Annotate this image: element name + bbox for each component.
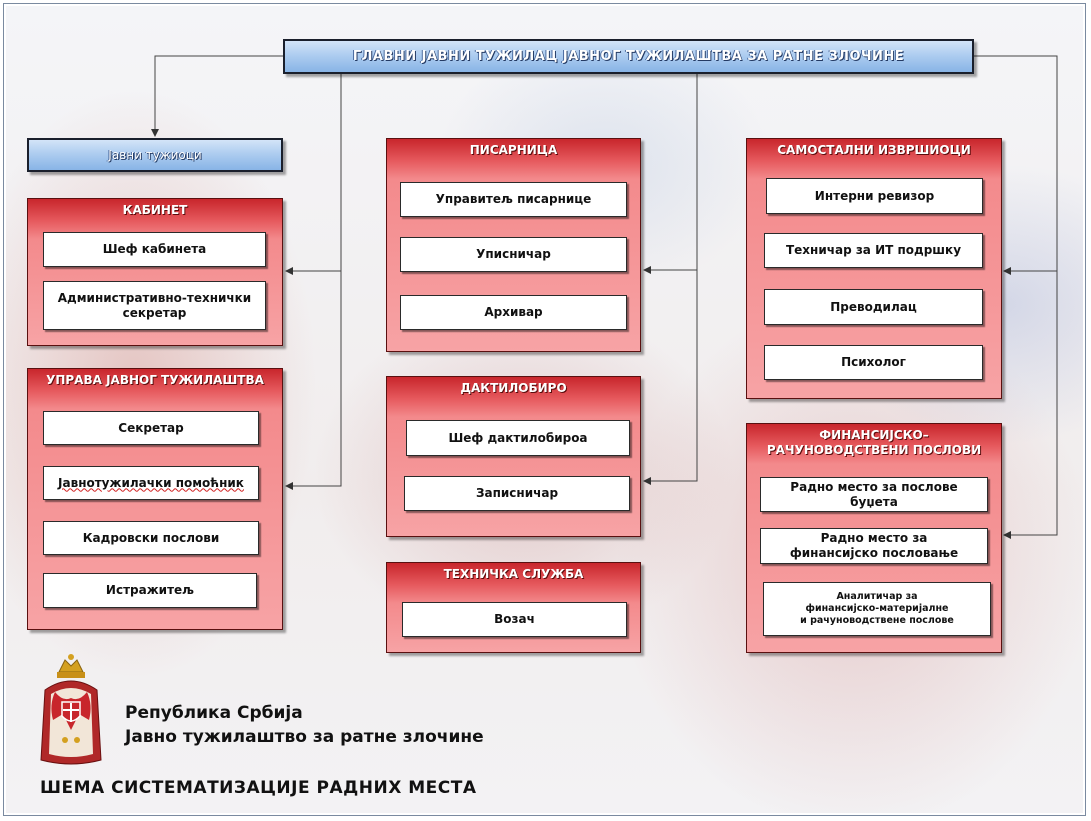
connector-prosecutors [151, 55, 283, 137]
chief-prosecutor-box: ГЛАВНИ ЈАВНИ ТУЖИЛАЦ ЈАВНОГ ТУЖИЛАШТВА З… [283, 39, 974, 74]
footer-scheme-title: ШЕМА СИСТЕМАТИЗАЦИЈЕ РАДНИХ МЕСТА [40, 778, 477, 798]
finance-item2-line2: финансијско пословање [789, 546, 959, 560]
finance-item-financial-operations: Радно место за финансијско пословање [760, 528, 988, 564]
connector-independent [974, 55, 1058, 275]
cabinet-item-head: Шеф кабинета [43, 232, 266, 267]
connector-finance [1003, 271, 1058, 539]
chief-prosecutor-label: ГЛАВНИ ЈАВНИ ТУЖИЛАЦ ЈАВНОГ ТУЖИЛАШТВА З… [352, 49, 905, 64]
independent-item-auditor: Интерни ревизор [766, 178, 983, 214]
cabinet-panel: КАБИНЕТ Шеф кабинета Административно-тех… [27, 198, 283, 346]
finance-item3-line2: финансијско-материјалне [805, 603, 949, 614]
administration-item-hr: Кадровски послови [43, 521, 259, 555]
finance-item3-line1: Аналитичар за [836, 591, 918, 602]
connector-cabinet [285, 74, 342, 275]
connector-administration [285, 271, 342, 490]
registry-item-archivist: Архивар [400, 295, 627, 330]
typing-panel: ДАКТИЛОБИРО Шеф дактилобироа Записничар [386, 376, 641, 537]
finance-title: ФИНАНСИЈСКО– РАЧУНОВОДСТВЕНИ ПОСЛОВИ [747, 428, 1001, 458]
footer-institution: Јавно тужилаштво за ратне злочине [125, 727, 484, 747]
typing-title: ДАКТИЛОБИРО [460, 381, 567, 395]
serbian-coat-of-arms-icon [40, 654, 102, 765]
finance-title-line1: ФИНАНСИЈСКО– [819, 428, 929, 442]
finance-item-budget: Радно место за послове буџета [760, 477, 988, 512]
cabinet-item-secretary: Административно-технички секретар [43, 281, 266, 330]
independent-item-psychologist: Психолог [764, 345, 983, 380]
connector-registry [643, 74, 698, 274]
technical-title: ТЕХНИЧКА СЛУЖБА [443, 567, 584, 581]
registry-panel: ПИСАРНИЦА Управитељ писарнице Уписничар … [386, 138, 641, 352]
independent-item-it: Техничар за ИТ подршку [764, 233, 983, 268]
finance-item3-line3: и рачуноводствене послове [800, 615, 954, 626]
administration-item-assistant-label: Јавнотужилачки помоћник [58, 475, 244, 490]
registry-item-manager: Управитељ писарнице [400, 182, 627, 217]
independent-item-translator: Преводилац [764, 289, 983, 325]
typing-item-recorder: Записничар [404, 476, 630, 511]
administration-item-investigator: Истражитељ [43, 573, 257, 608]
cabinet-title: КАБИНЕТ [122, 203, 188, 217]
finance-title-line2: РАЧУНОВОДСТВЕНИ ПОСЛОВИ [766, 443, 982, 457]
independent-panel: САМОСТАЛНИ ИЗВРШИОЦИ Интерни ревизор Тех… [746, 138, 1002, 399]
prosecutors-label: Јавни тужиоци [108, 148, 202, 162]
footer-country: Република Србија [125, 703, 303, 723]
connector-typing [643, 270, 698, 485]
typing-item-head: Шеф дактилобироа [406, 420, 630, 456]
technical-panel: ТЕХНИЧКА СЛУЖБА Возач [386, 562, 641, 653]
administration-item-secretary: Секретар [43, 411, 259, 445]
technical-item-driver: Возач [402, 602, 627, 637]
finance-item-analyst: Аналитичар за финансијско-материјалне и … [763, 582, 991, 636]
administration-title: УПРАВА ЈАВНОГ ТУЖИЛАШТВА [46, 373, 264, 387]
finance-panel: ФИНАНСИЈСКО– РАЧУНОВОДСТВЕНИ ПОСЛОВИ Рад… [746, 423, 1002, 653]
prosecutors-box: Јавни тужиоци [27, 138, 283, 172]
registry-title: ПИСАРНИЦА [469, 143, 558, 157]
independent-title: САМОСТАЛНИ ИЗВРШИОЦИ [777, 143, 971, 157]
finance-item2-line1: Радно место за [820, 531, 928, 545]
registry-item-clerk: Уписничар [400, 237, 627, 272]
administration-panel: УПРАВА ЈАВНОГ ТУЖИЛАШТВА Секретар Јавнот… [27, 368, 283, 630]
administration-item-assistant: Јавнотужилачки помоћник [43, 466, 259, 500]
